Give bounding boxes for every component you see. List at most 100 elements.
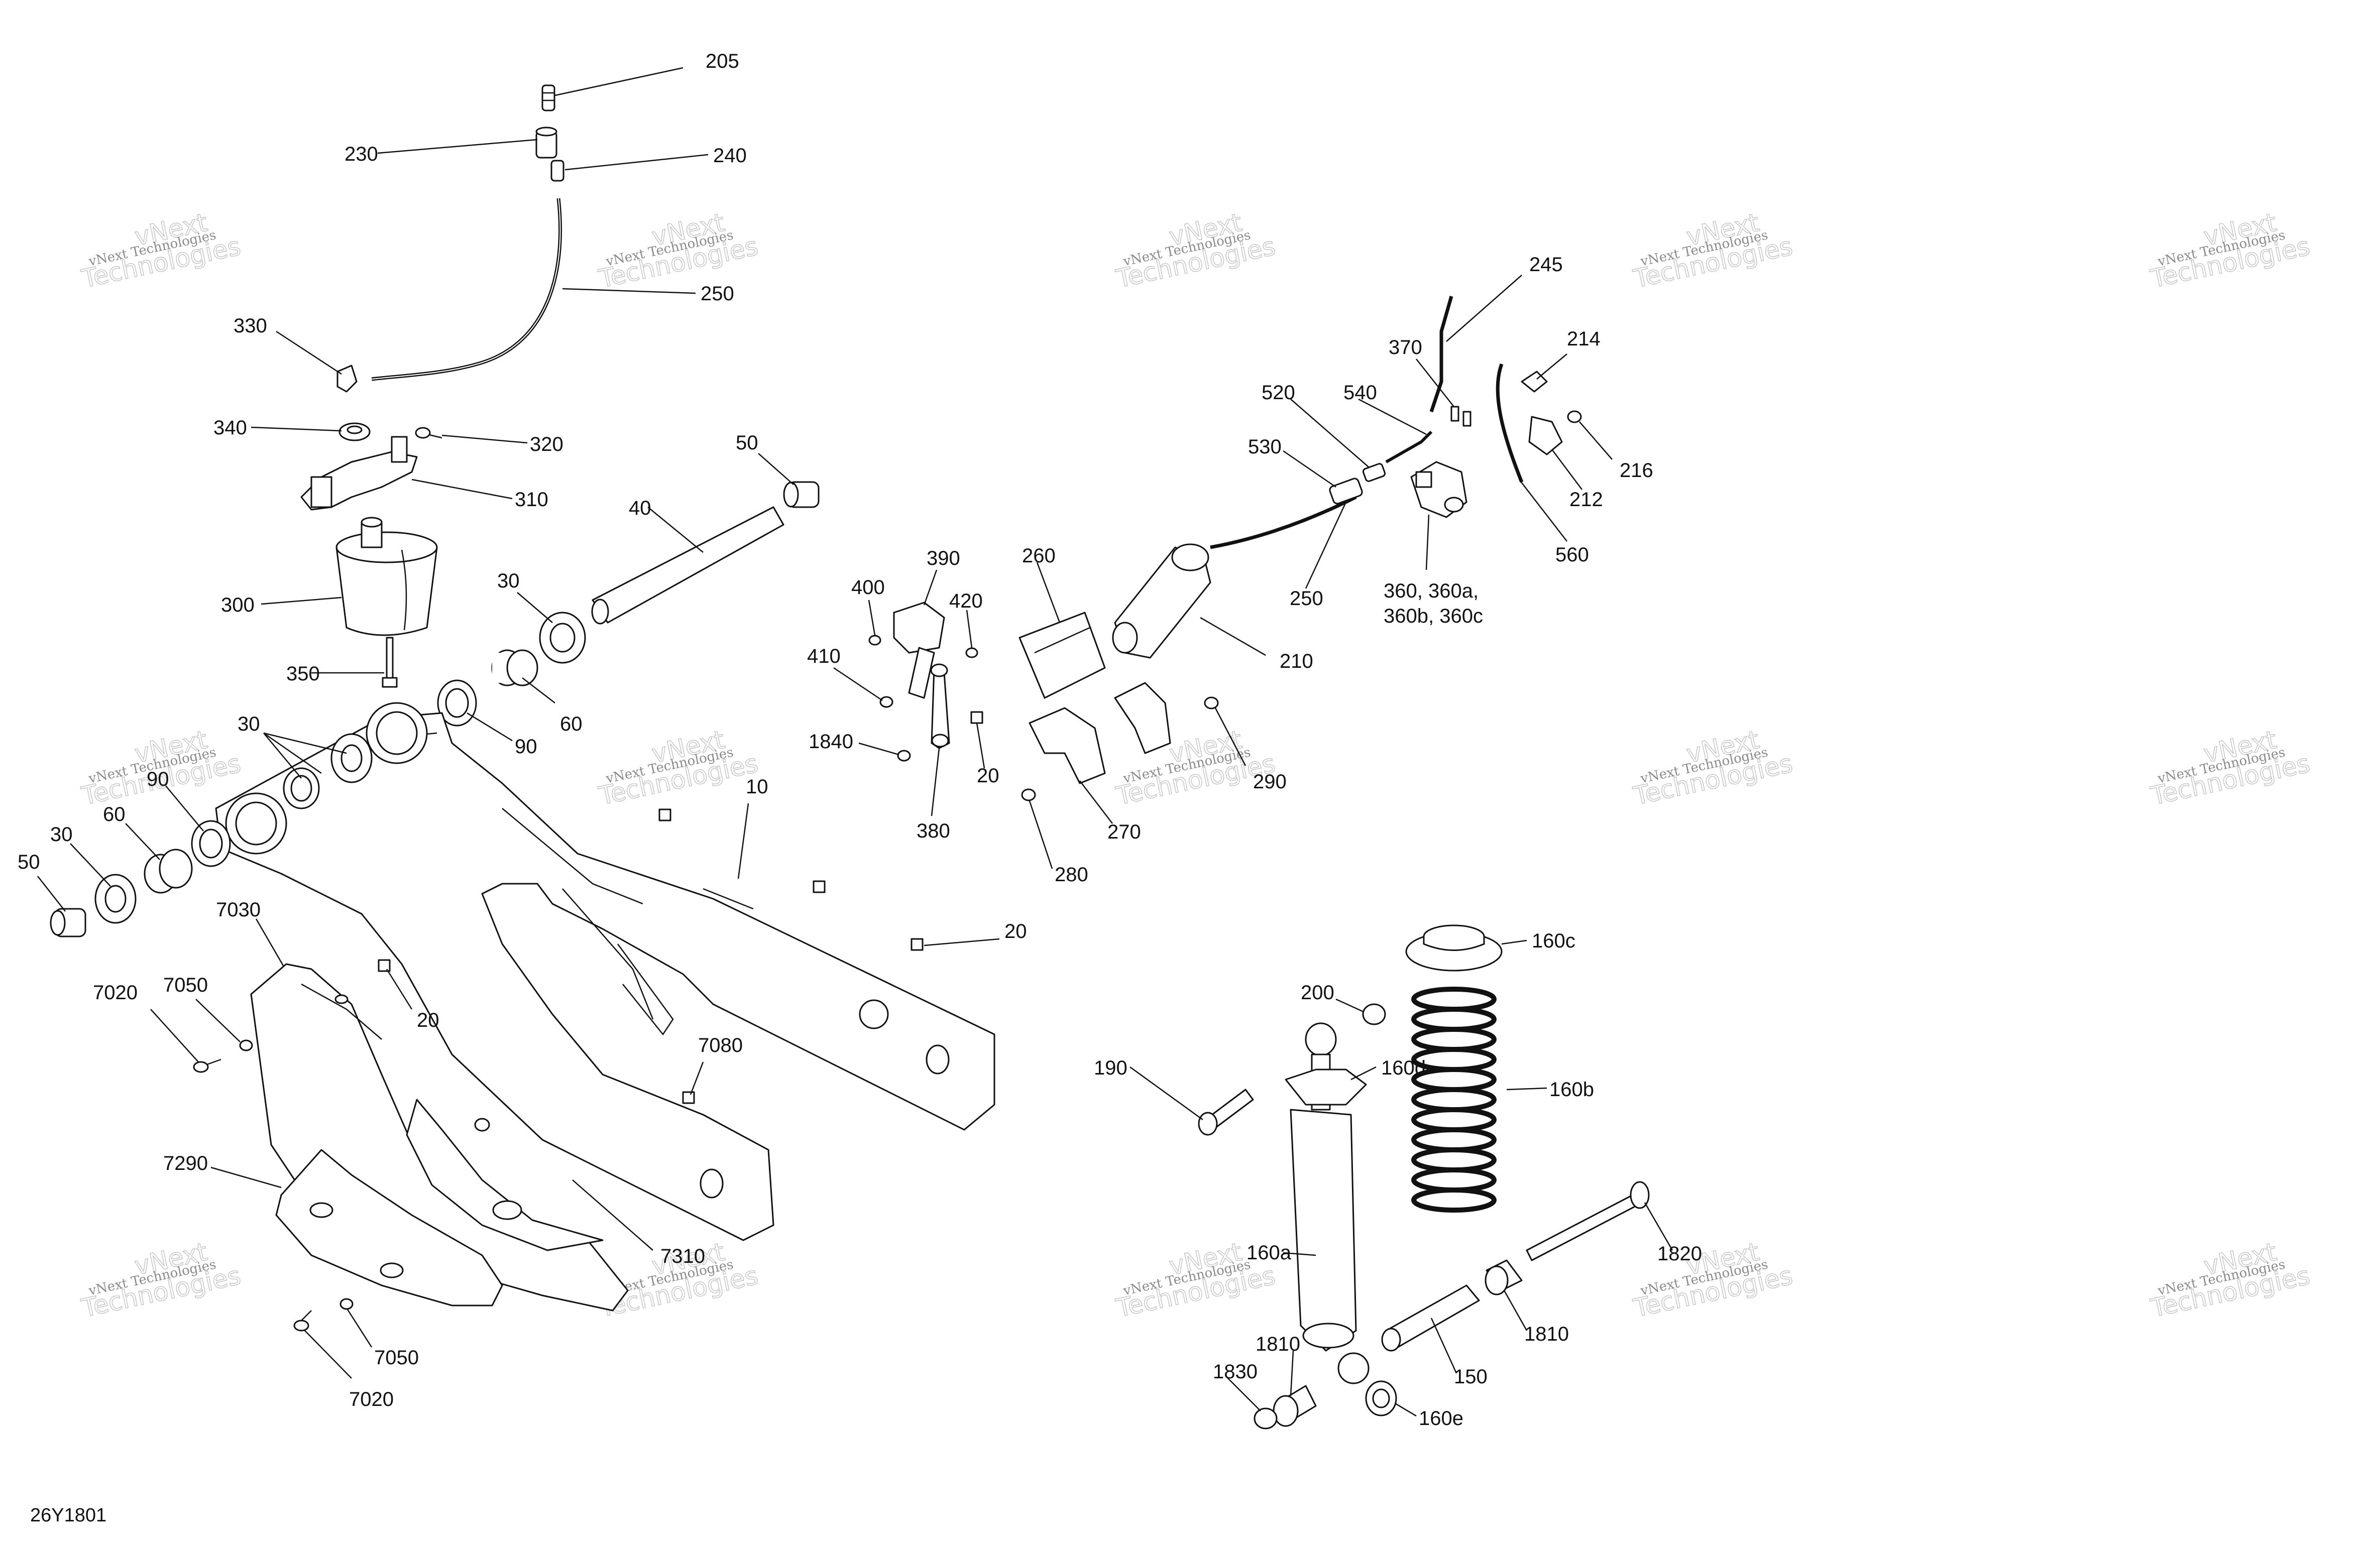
nut-20-a	[378, 959, 391, 972]
sleeve-150	[1381, 1284, 1480, 1352]
callout-20-guard: 20	[417, 1009, 439, 1031]
callout-40: 40	[629, 497, 651, 519]
guard-7290	[275, 1149, 503, 1307]
sleeve-260	[1018, 612, 1106, 699]
callout-230: 230	[345, 143, 378, 165]
spring-coil	[1411, 987, 1497, 1012]
hose-250-upper-inner	[371, 198, 561, 380]
callout-280: 280	[1055, 864, 1088, 886]
callout-380: 380	[917, 820, 950, 842]
bolt-350	[382, 637, 398, 688]
callout-1810-right: 1810	[1524, 1323, 1569, 1345]
callout-190: 190	[1094, 1057, 1127, 1079]
callout-7080: 7080	[698, 1034, 743, 1056]
callout-240: 240	[713, 145, 747, 167]
nut-20-sensor	[970, 711, 983, 724]
bolt-190	[1198, 1089, 1254, 1136]
screw-216	[1567, 410, 1582, 423]
callout-160c: 160c	[1532, 930, 1575, 952]
spring-coil	[1411, 1027, 1497, 1052]
spacer-60-left	[144, 849, 193, 894]
link-380	[930, 663, 950, 749]
bushing-90-upper	[437, 679, 477, 727]
callout-370: 370	[1389, 336, 1422, 359]
bearing-30-upper	[539, 612, 586, 664]
spring-coil	[1411, 1047, 1497, 1072]
callout-540: 540	[1343, 382, 1377, 404]
callout-20-frame: 20	[1004, 920, 1027, 942]
spring-coil	[1411, 1107, 1497, 1132]
callout-30-mid: 30	[238, 713, 260, 735]
parts-layer	[50, 84, 1650, 1430]
spring-160b	[1411, 987, 1497, 1213]
washer-7050-lower	[339, 1298, 354, 1310]
screw-7020-upper	[193, 1058, 221, 1073]
callout-260: 260	[1022, 545, 1056, 567]
nut-420	[965, 647, 978, 658]
callout-1820: 1820	[1657, 1243, 1702, 1265]
tube-540	[1385, 430, 1433, 463]
callout-7030: 7030	[216, 899, 261, 921]
fitting-370	[1450, 406, 1471, 427]
callout-410: 410	[807, 645, 841, 667]
callout-340: 340	[213, 417, 247, 439]
callout-1830: 1830	[1213, 1361, 1258, 1383]
callout-160a: 160a	[1246, 1242, 1292, 1264]
nut-50-right	[783, 481, 820, 508]
figure-code: 26Y1801	[30, 1505, 106, 1526]
callout-labels: 205 230 240 250 330 340 320 310 300 350 …	[18, 50, 1702, 1430]
air-spring-300	[335, 517, 438, 636]
callout-250-upper: 250	[701, 283, 734, 305]
callout-10: 10	[746, 776, 768, 798]
callout-7050-lower: 7050	[374, 1347, 419, 1369]
fitting-530	[1329, 478, 1363, 505]
swing-arm-frame-10	[215, 712, 995, 1241]
elbow-330	[336, 365, 358, 393]
bushing-90-mid	[283, 767, 320, 809]
callout-205: 205	[706, 50, 739, 72]
bushing-1810-left	[1273, 1385, 1317, 1427]
shaft-1820	[1526, 1181, 1650, 1261]
callout-50-left: 50	[18, 851, 40, 873]
leader-lines	[37, 67, 1673, 1417]
bearing-30-mid	[330, 733, 373, 783]
callout-20-sensor: 20	[977, 765, 999, 787]
callout-212: 212	[1569, 489, 1603, 511]
screw-290	[1204, 696, 1219, 709]
callout-30-upper: 30	[497, 570, 520, 592]
spring-seat-160c	[1405, 924, 1503, 972]
callout-60-upper: 60	[560, 713, 583, 735]
fitting-520	[1362, 463, 1386, 482]
hose-245	[1429, 296, 1453, 413]
shaft-40	[591, 506, 784, 625]
shock-160a	[1285, 1022, 1370, 1384]
callout-210: 210	[1280, 650, 1313, 672]
valve-block-360	[1410, 461, 1467, 518]
callout-560: 560	[1555, 544, 1589, 566]
bushing-1810-right	[1485, 1259, 1523, 1295]
callout-7020-upper: 7020	[93, 982, 138, 1004]
spring-coil	[1411, 1087, 1497, 1112]
screw-7020-lower	[293, 1310, 312, 1332]
spring-coil	[1411, 1167, 1497, 1193]
hose-560	[1496, 363, 1524, 483]
callout-350: 350	[286, 663, 320, 685]
bearing-30-left	[94, 874, 137, 924]
fitting-205	[541, 84, 555, 111]
nut-20-c	[813, 880, 826, 893]
nut-50-left	[50, 908, 86, 937]
callout-1840: 1840	[809, 731, 853, 753]
nut-20-d	[911, 938, 924, 951]
hose-250-lower	[1210, 495, 1357, 549]
